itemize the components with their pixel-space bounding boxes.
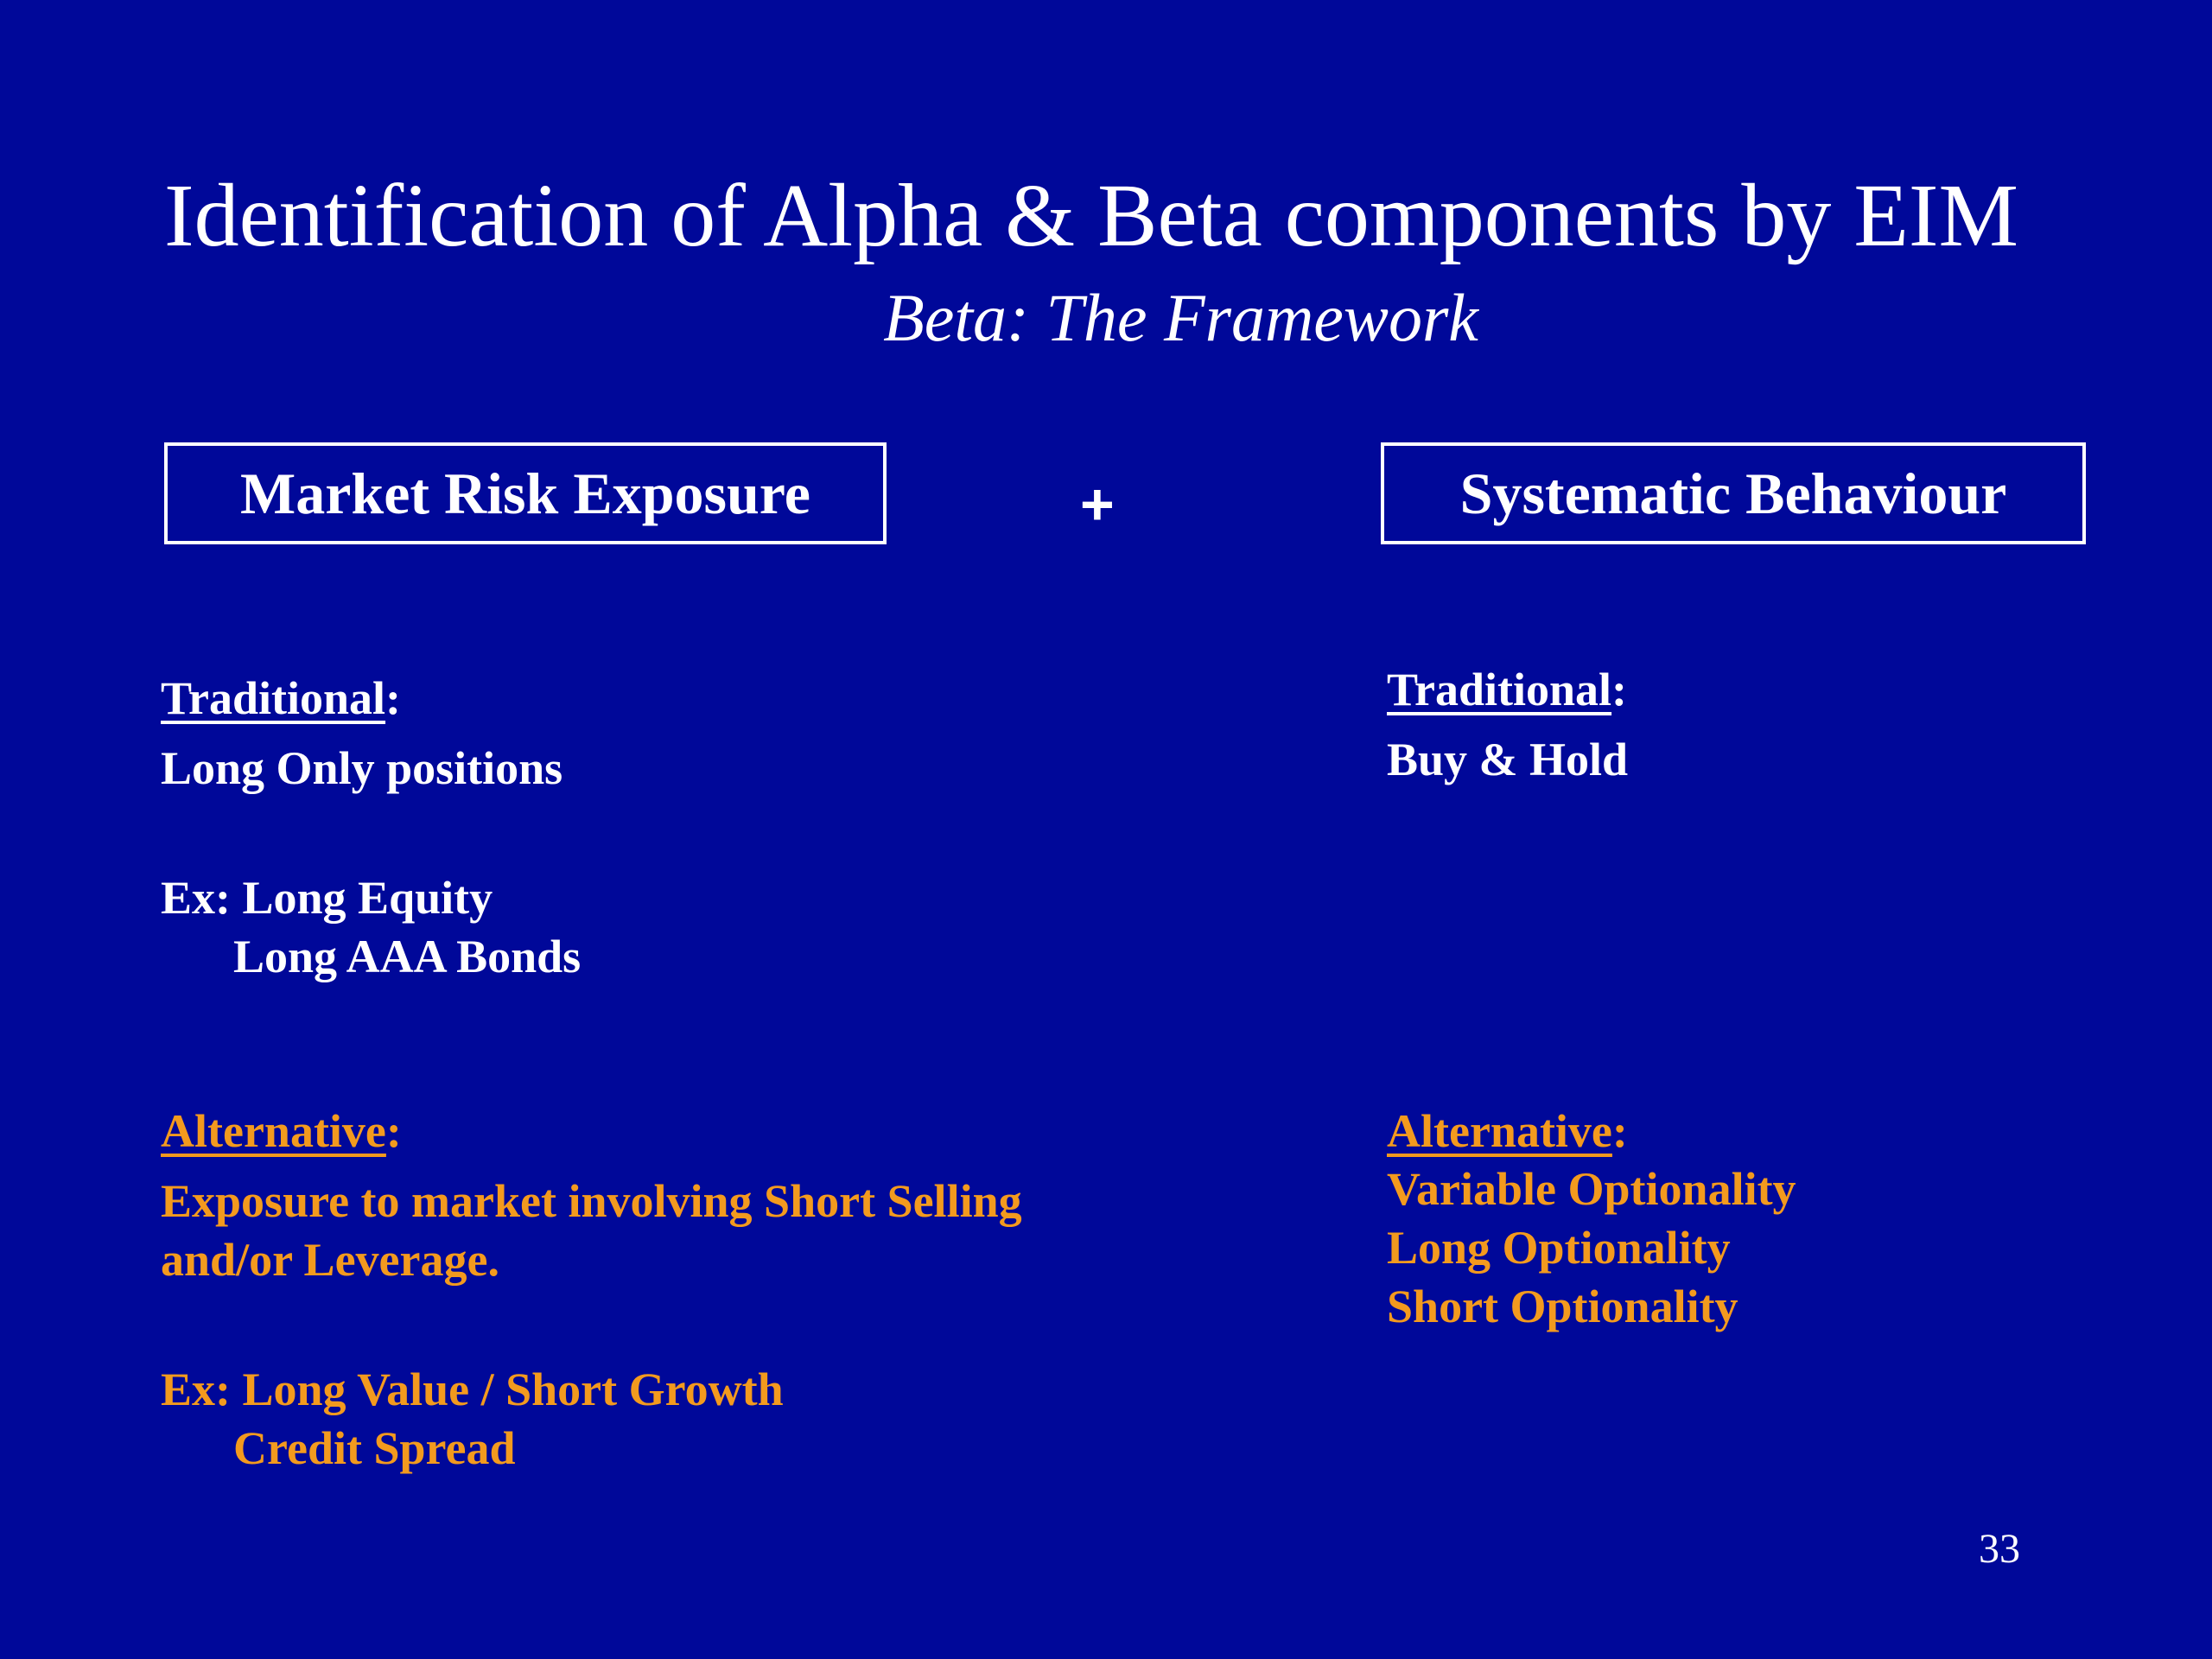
left-traditional-text: Long Only positions <box>161 742 563 794</box>
left-alternative-colon: : <box>385 1105 402 1157</box>
left-alternative-text-line2: and/or Leverage. <box>161 1234 499 1286</box>
slide-subtitle: Beta: The Framework <box>883 280 1478 355</box>
slide-title: Identification of Alpha & Beta component… <box>164 166 2018 265</box>
left-traditional-label: Traditional <box>161 672 386 724</box>
right-alternative-heading: Alternative: <box>1387 1102 1628 1160</box>
left-alternative-label: Alternative <box>161 1105 386 1157</box>
right-traditional-text: Buy & Hold <box>1387 734 1629 785</box>
market-risk-exposure-label: Market Risk Exposure <box>240 460 810 526</box>
systematic-behaviour-label: Systematic Behaviour <box>1459 460 2007 526</box>
plus-sign: + <box>1080 472 1115 537</box>
left-alternative-text: Exposure to market involving Short Selli… <box>161 1172 1022 1289</box>
left-traditional-heading: Traditional: <box>161 669 401 728</box>
right-traditional-colon: : <box>1611 664 1628 715</box>
right-alternative-item: Variable Optionality <box>1387 1163 1796 1215</box>
page-number: 33 <box>1979 1526 2020 1572</box>
left-traditional-example-line1: Ex: Long Equity <box>161 872 493 924</box>
right-alternative-colon: : <box>1611 1105 1628 1157</box>
right-traditional-heading: Traditional: <box>1387 660 1627 719</box>
left-traditional-colon: : <box>385 672 402 724</box>
left-alternative-text-line1: Exposure to market involving Short Selli… <box>161 1175 1022 1227</box>
right-alternative-label: Alternative <box>1387 1105 1612 1157</box>
left-alternative-heading: Alternative: <box>161 1102 402 1160</box>
right-alternative-item: Short Optionality <box>1387 1281 1738 1332</box>
left-traditional-example: Ex: Long Equity Long AAA Bonds <box>161 868 581 986</box>
market-risk-exposure-box: Market Risk Exposure <box>164 442 887 544</box>
right-alternative-list: Variable Optionality Long Optionality Sh… <box>1387 1160 1796 1336</box>
systematic-behaviour-box: Systematic Behaviour <box>1381 442 2086 544</box>
left-traditional-example-line2: Long AAA Bonds <box>233 931 582 982</box>
right-traditional-label: Traditional <box>1387 664 1612 715</box>
left-alternative-example-line1: Ex: Long Value / Short Growth <box>161 1363 784 1415</box>
right-alternative-item: Long Optionality <box>1387 1222 1731 1274</box>
left-alternative-example-line2: Credit Spread <box>233 1422 516 1474</box>
left-alternative-example: Ex: Long Value / Short Growth Credit Spr… <box>161 1360 784 1478</box>
